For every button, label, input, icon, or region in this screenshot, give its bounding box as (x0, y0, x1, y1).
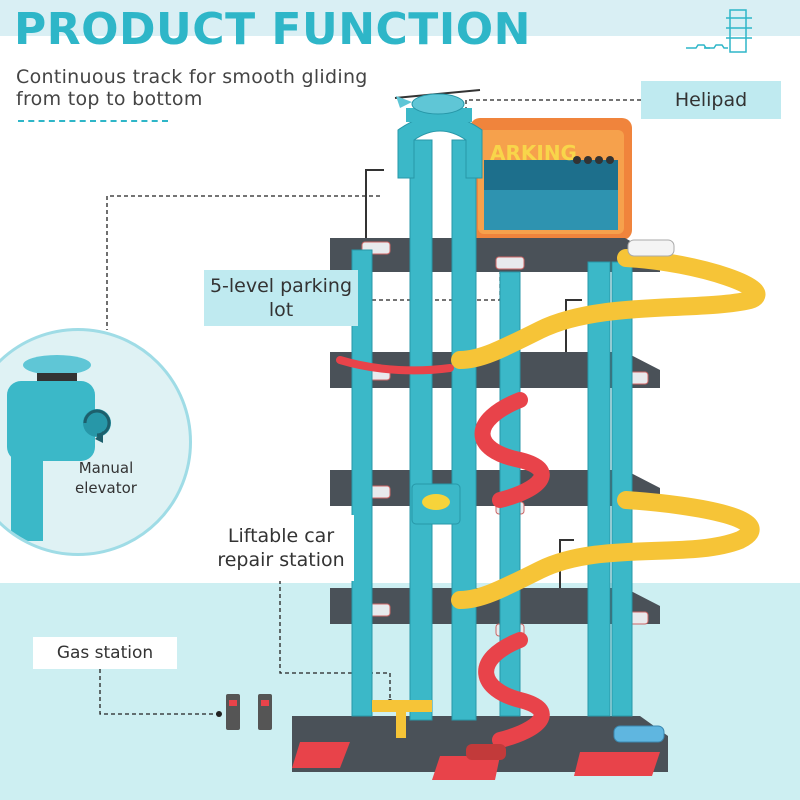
helicopter-icon (394, 89, 481, 115)
parking-sign: ARKING (470, 118, 632, 240)
rotate-icon (83, 409, 111, 437)
red-ramps (336, 356, 550, 748)
elevator-detail-image (7, 355, 111, 541)
helipad-callout: Helipad (641, 81, 781, 119)
page-title: PRODUCT FUNCTION (14, 4, 531, 55)
yellow-ramps (451, 249, 766, 609)
parking-lot-callout: 5-level parking lot (204, 270, 358, 326)
subtitle: Continuous track for smooth gliding from… (16, 66, 368, 110)
elevator-arch (397, 108, 483, 179)
gas-station-callout: Gas station (33, 637, 177, 669)
toy-cars (466, 239, 675, 760)
repair-station (372, 700, 432, 738)
elevator-detail-inset (0, 328, 192, 556)
subtitle-underline (18, 120, 168, 122)
manual-elevator-label: Manual elevator (75, 459, 137, 497)
sign-text: ARKING (490, 141, 577, 165)
top-band (0, 0, 800, 36)
gas-pump-icon (226, 694, 272, 730)
repair-station-callout: Liftable car repair station (208, 515, 354, 581)
logo-icon (686, 9, 752, 53)
